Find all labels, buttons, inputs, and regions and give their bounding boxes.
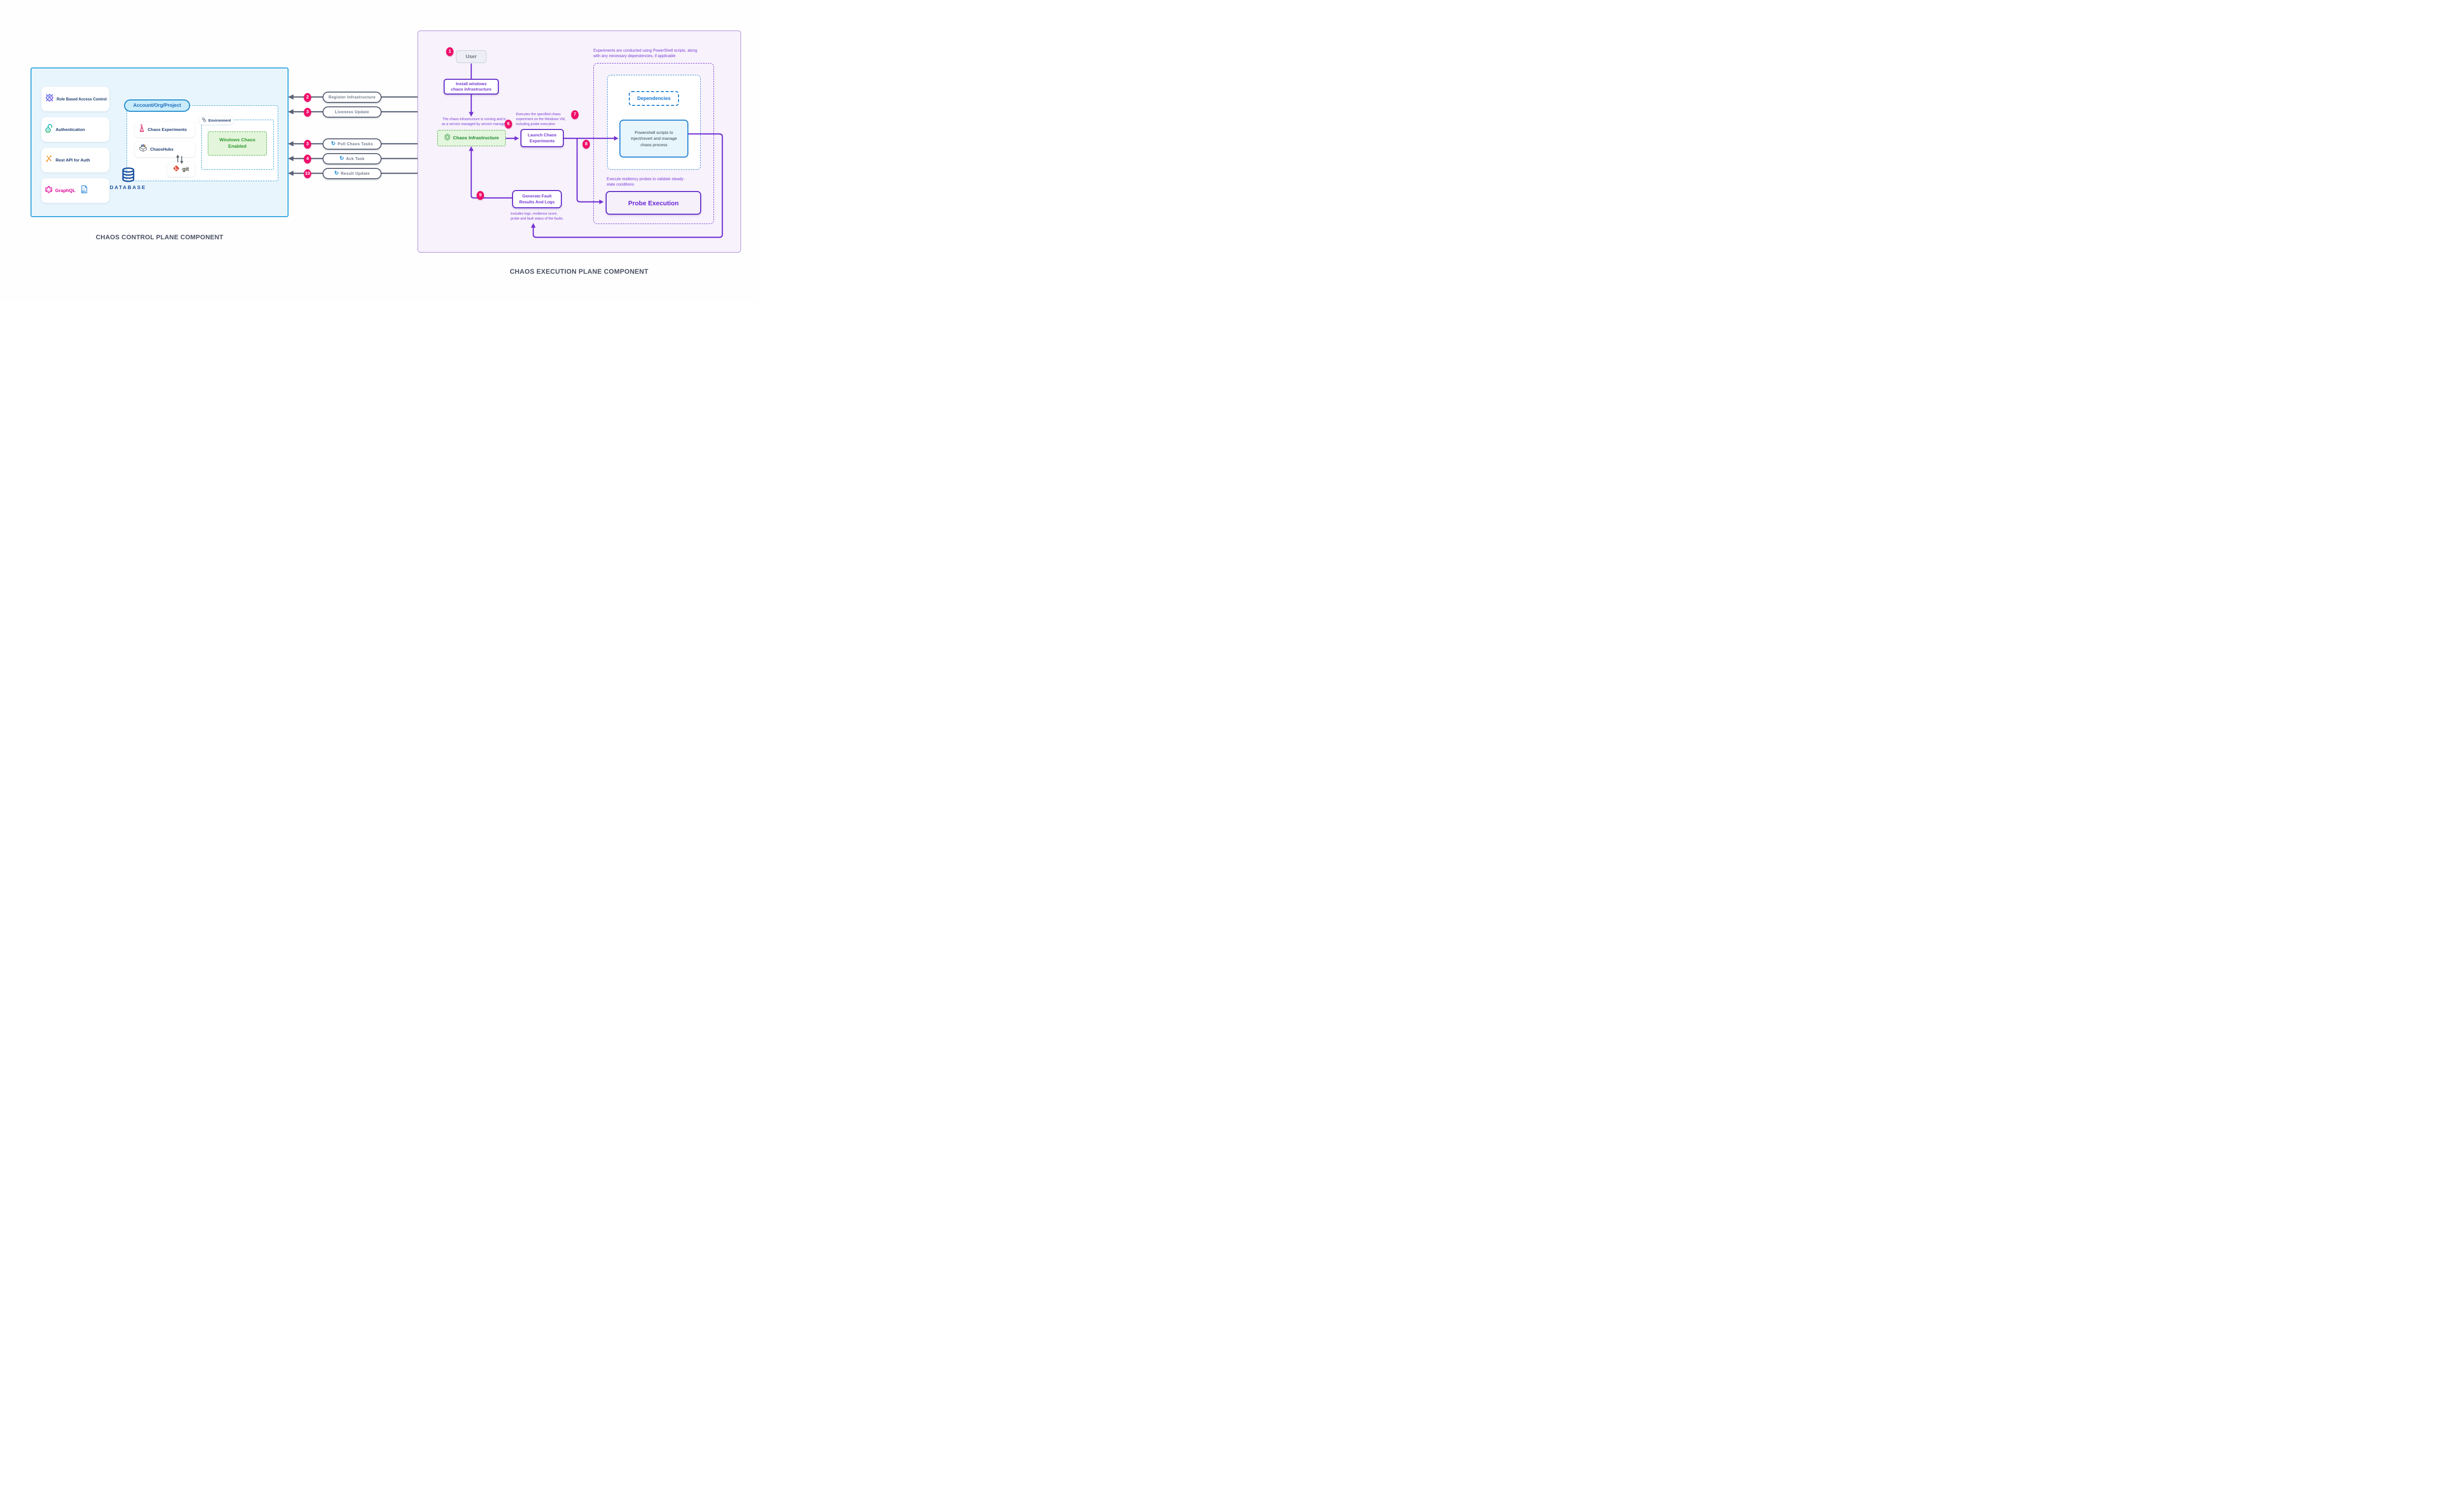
step-badge-3a: 3 (304, 107, 311, 117)
rest-api-label: Rest API for Auth (56, 158, 90, 162)
authentication-label: Authentication (56, 127, 85, 132)
chaoshubs-label: ChaosHubs (150, 147, 174, 152)
chaos-experiments-label: Chaos Experiments (148, 127, 187, 132)
step-badge-3b: 3 (304, 139, 311, 149)
step-badge-10: 10 (304, 169, 311, 178)
environment-pill: Environment (199, 116, 233, 125)
control-plane-title: CHAOS CONTROL PLANE COMPONENT (96, 233, 224, 241)
svg-text:API: API (81, 191, 86, 193)
test-tube-rack-icon (138, 144, 148, 155)
rbac-icon (45, 93, 54, 105)
user-box: User (456, 50, 486, 63)
install-infrastructure-box: Install windows chaos infrastructure (444, 79, 499, 95)
dependencies-box: Dependencies (629, 91, 679, 106)
chaos-architecture-diagram: Role Based Access Control Authentication… (0, 0, 759, 302)
git-icon (173, 165, 180, 174)
flow-result-update: ↻Result Update (323, 167, 382, 179)
chaos-experiments-card: Chaos Experiments (135, 122, 195, 137)
graphql-label: GraphQL (55, 188, 76, 193)
chaos-infrastructure-box: Chaos Infrastructure (437, 130, 506, 146)
step-badge-8: 8 (583, 139, 590, 149)
authentication-card: Authentication (41, 117, 109, 142)
probes-note: Execute resiliency probes to validate st… (607, 177, 685, 187)
step-badge-6: 6 (505, 119, 512, 129)
windows-chaos-enabled-box: Windows Chaos Enabled (208, 131, 267, 156)
api-document-icon: API (81, 185, 88, 196)
rbac-card: Role Based Access Control (41, 87, 109, 111)
probe-execution-box: Probe Execution (606, 191, 701, 215)
rest-api-card: Rest API for Auth (41, 148, 109, 172)
sync-icon: ↻ (334, 170, 339, 176)
generate-fault-results-box: Generate Fault Results And Logs (512, 190, 562, 208)
step-badge-7: 7 (571, 110, 579, 119)
sync-icon: ↻ (339, 155, 344, 161)
executes-note: Executes the specified chaos experiment … (516, 113, 566, 126)
flow-poll-chaos-tasks: ↻Poll Chaos Tasks (323, 138, 382, 150)
flask-icon (138, 124, 145, 135)
step-badge-4: 4 (304, 154, 311, 163)
running-note: The chaos infrastructure is running and … (442, 118, 507, 126)
flow-ack-task: ↻Ack Task (323, 153, 382, 164)
execution-plane-title: CHAOS EXECUTION PLANE COMPONENT (510, 268, 648, 275)
graphql-card: GraphQL API (41, 178, 109, 203)
flow-arrowheads (288, 94, 293, 176)
open-lock-icon (45, 124, 53, 135)
database-label: DATABASE (109, 185, 147, 191)
rbac-label: Role Based Access Control (57, 97, 107, 101)
branch-nodes-icon (45, 155, 53, 165)
includes-note: Includes logs, resilience score, probe a… (511, 212, 564, 221)
chaos-infrastructure-icon (444, 133, 451, 143)
git-label: git (182, 166, 189, 172)
git-card: git (167, 162, 195, 177)
chaos-infrastructure-label: Chaos Infrastructure (453, 135, 499, 141)
launch-chaos-experiments-box: Launch Chaos Experiments (520, 129, 564, 147)
sync-icon: ↻ (331, 140, 336, 147)
step-badge-9: 9 (477, 191, 484, 200)
flow-liveness-update: Liveness Update (323, 106, 382, 118)
powershell-scripts-box: Powershell scripts to inject/revert and … (619, 120, 688, 158)
powershell-note: Experiments are conducted using PowerShe… (593, 48, 697, 59)
chaoshubs-card: ChaosHubs (135, 141, 195, 157)
step-badge-2: 2 (304, 93, 311, 102)
hexagons-icon (201, 116, 207, 125)
environment-label: Environment (208, 118, 231, 123)
flow-register-infrastructure: Register Infrastructure (323, 91, 382, 103)
graphql-icon (45, 186, 53, 196)
step-badge-1: 1 (446, 47, 454, 56)
database-icon (121, 167, 136, 186)
account-scope-pill: Account/Org/Project (124, 99, 190, 112)
